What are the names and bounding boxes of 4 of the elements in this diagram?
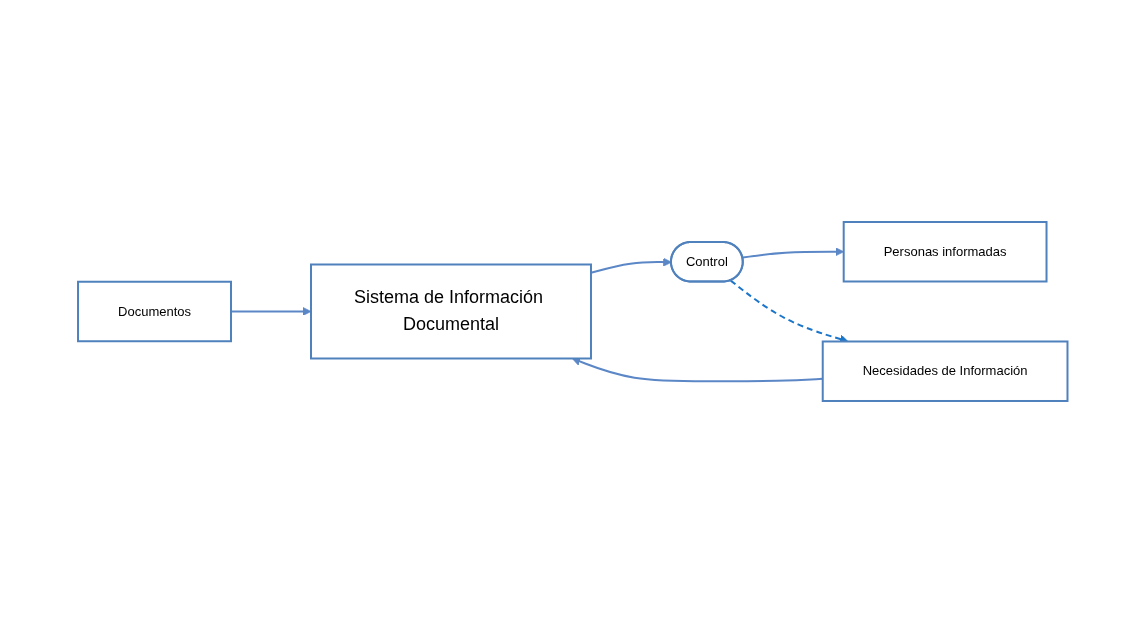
node-box: Documentos bbox=[77, 280, 233, 343]
node-box: Necesidades de Información bbox=[821, 340, 1069, 402]
node-box: Personas informadas bbox=[842, 221, 1048, 283]
node-box: Sistema de Información Documental bbox=[310, 263, 593, 360]
